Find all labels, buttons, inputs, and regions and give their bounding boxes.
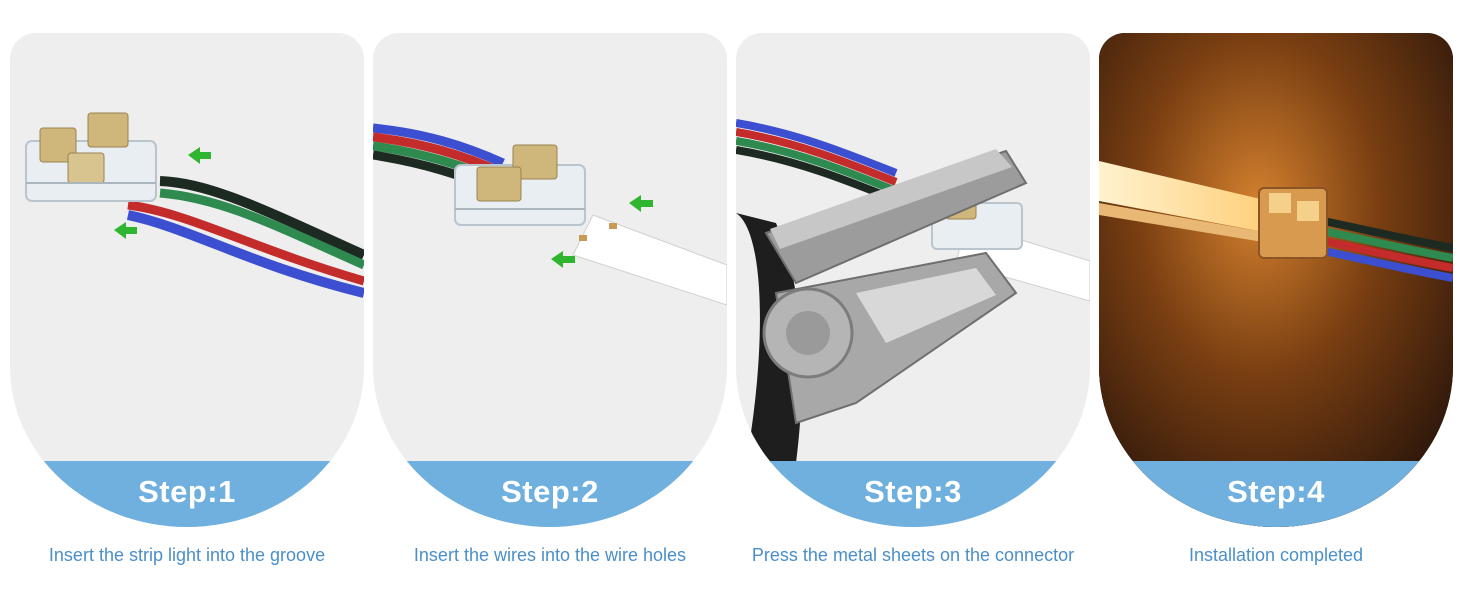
step-3-title: Step:3 (864, 474, 962, 509)
step-4-band: Step:4 (1099, 461, 1453, 527)
step-4-caption: Installation completed (1188, 545, 1364, 565)
step-3-caption: Press the metal sheets on the connector (751, 545, 1075, 565)
arrow-left-icon (551, 251, 575, 268)
step-1-panel: Step:1 (10, 33, 364, 527)
connector-icon (1258, 187, 1328, 259)
step-1-band: Step:1 (10, 461, 364, 527)
arrow-left-icon (114, 222, 137, 239)
connector-icon (25, 112, 157, 202)
step-2-band: Step:2 (373, 461, 727, 527)
step-1-title: Step:1 (138, 474, 236, 509)
connector-icon (454, 144, 586, 226)
pliers-icon (736, 149, 1028, 463)
step-3-illustration (736, 119, 1090, 463)
step-2-title: Step:2 (501, 474, 599, 509)
step-4-title: Step:4 (1227, 474, 1325, 509)
led-strip-icon (1099, 161, 1269, 243)
step-3-band: Step:3 (736, 461, 1090, 527)
step-2-caption: Insert the wires into the wire holes (413, 545, 687, 565)
arrow-left-icon (629, 195, 653, 212)
step-1-illustration (25, 112, 364, 298)
step-4-panel: Step:4 (1099, 33, 1453, 527)
led-strip-icon (572, 214, 727, 306)
step-3-panel: Step:3 (736, 33, 1090, 527)
step-1-caption: Insert the strip light into the groove (48, 545, 326, 565)
arrow-left-icon (188, 147, 211, 164)
step-4-illustration (1099, 33, 1453, 527)
wire-bundle-icon (736, 119, 898, 204)
step-2-panel: Step:2 (373, 33, 727, 527)
step-2-illustration (373, 123, 727, 306)
wire-bundle-icon (126, 176, 364, 298)
